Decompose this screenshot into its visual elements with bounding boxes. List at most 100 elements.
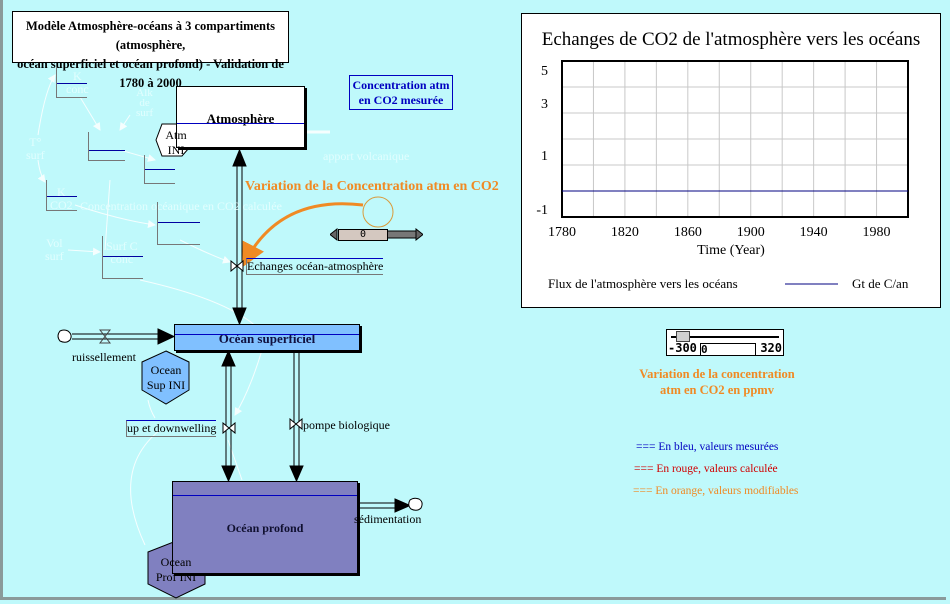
t: Surf C [106,239,138,253]
slider2-thumb[interactable] [675,331,690,342]
t: K [72,69,82,83]
flow-updown-pipe [221,349,236,483]
y-tick-label: 1 [541,149,548,164]
orange-link [242,202,364,268]
title-line-1: Modèle Atmosphère-océans à 3 compartimen… [25,19,276,52]
stock-ocean-profond[interactable]: Océan profond [172,481,358,574]
t: T° [29,135,42,149]
t2: surf [26,148,45,162]
ocean-prof-ini-line2: Prof INI [155,570,197,584]
level-marker [88,132,125,161]
slider2-min: -300 [668,341,697,355]
model-title: Modèle Atmosphère-océans à 3 compartimen… [12,11,289,90]
slider2-label: Variation de la concentration atm en CO2… [617,366,817,398]
flow-pompe-label[interactable]: pompe biologique [289,417,390,433]
chart-panel [521,13,941,308]
t2: conc [66,82,89,96]
y-tick-label: -1 [536,203,548,218]
ghost-links [37,74,330,546]
legend-series-name: Flux de l'atmosphère vers les océans [548,276,738,291]
conc-line1: Concentration atm [352,78,450,92]
valve-icon [230,259,244,273]
level-bar [175,334,359,335]
variation-label: Variation de la Concentration atm en CO2 [245,179,499,194]
slider2-label-line1: Variation de la concentration [639,367,795,381]
x-tick-label: 1820 [611,225,639,240]
ocean-sup-ini-line2: Sup INI [146,378,186,392]
flow-echanges-label[interactable]: Echanges océan-atmosphère [246,258,384,275]
slider2-value-field[interactable]: 0 [700,343,756,356]
plot-frame [561,60,909,218]
flow-ruissellement-label[interactable]: ruissellement [72,350,136,364]
flow-pompe-pipe [289,351,304,483]
ghost-conc-ocean[interactable]: Concentration océanique en CO2 calculée [80,199,282,213]
conc-line2: en CO2 mesurée [358,93,444,107]
t: Vol [46,236,63,250]
legend-note-orange: === En orange, valeurs modifiables [633,485,799,497]
chart-title: Echanges de CO2 de l'atmosphère vers les… [542,29,921,50]
flow-updown-label[interactable]: up et downwelling [126,420,217,437]
y-tick-label: 5 [541,64,548,79]
ocean-sup-ini-hexagon [141,350,190,405]
slider2-max: 320 [760,341,782,355]
ocean-prof-ini[interactable]: Ocean Prof INI [148,555,204,585]
stock-ocean-superficiel[interactable]: Océan superficiel [174,324,360,351]
level-marker [102,236,143,279]
level-marker [56,67,87,98]
stock-atmosphere-label: Atmosphère [206,111,275,126]
x-tick-label: 1900 [737,225,765,240]
x-tick-label: 1860 [674,225,702,240]
slider-track [330,228,423,241]
x-tick-label: 1940 [800,225,828,240]
ocean-sup-ini-line1: Ocean [150,363,182,377]
atm-ini-line2: INI [167,143,185,157]
slider2-label-line2: atm en CO2 en ppmv [660,383,774,397]
valve-echanges[interactable] [230,259,244,273]
t: K [57,185,66,199]
x-axis-label: Time (Year) [697,243,765,258]
slider-thumb[interactable]: 0 [338,229,388,241]
valve-icon [289,417,303,431]
stock-ocean-prof-label: Océan profond [226,521,304,535]
variation-slider[interactable]: 0 [330,228,423,241]
legend-note-red: === En rouge, valeurs calculée [634,463,778,475]
y-tick-label: 3 [541,97,548,112]
slider2-track [671,336,779,338]
t2: conc [110,252,134,266]
valve-updown[interactable] [222,421,236,435]
t2: surf [45,249,64,263]
level-bar [177,123,304,124]
ghost-t-surf[interactable]: T°surf [26,136,45,162]
stock-atmosphere[interactable]: Atmosphère [176,86,305,148]
atm-ini[interactable]: Atm INI [156,128,196,158]
flow-sedimentation-label[interactable]: sédimentation [354,512,422,526]
flow-sedimentation-pipe [360,497,423,513]
ocean-sup-ini[interactable]: Ocean Sup INI [138,363,194,393]
t3: surf [136,107,154,119]
variation-aux-circle [362,196,394,228]
level-marker [144,155,175,184]
level-marker [46,180,77,211]
legend-note-blue: === En bleu, valeurs mesurées [636,441,779,453]
chart-svg: Echanges de CO2 de l'atmosphère vers les… [536,29,921,291]
ocean-prof-ini-line1: Ocean [160,555,192,569]
concentration-slider[interactable]: -300 0 320 [666,329,784,356]
atm-ini-line1: Atm [165,128,187,142]
t2: de [139,97,150,109]
x-tick-label: 1980 [863,225,891,240]
t: Alk [136,87,153,99]
level-bar [173,495,357,496]
legend-series-unit: Gt de C/an [852,276,909,291]
flow-pompe-text: pompe biologique [303,418,390,432]
concentration-mesuree-box[interactable]: Concentration atm en CO2 mesurée [349,75,453,110]
flow-echanges-pipe [232,148,247,326]
ghost-apport-volcanique[interactable]: apport volcanique [323,149,410,163]
x-tick-label: 1780 [548,225,576,240]
title-line-2: océan superficiel et océan profond) - Va… [17,57,284,90]
